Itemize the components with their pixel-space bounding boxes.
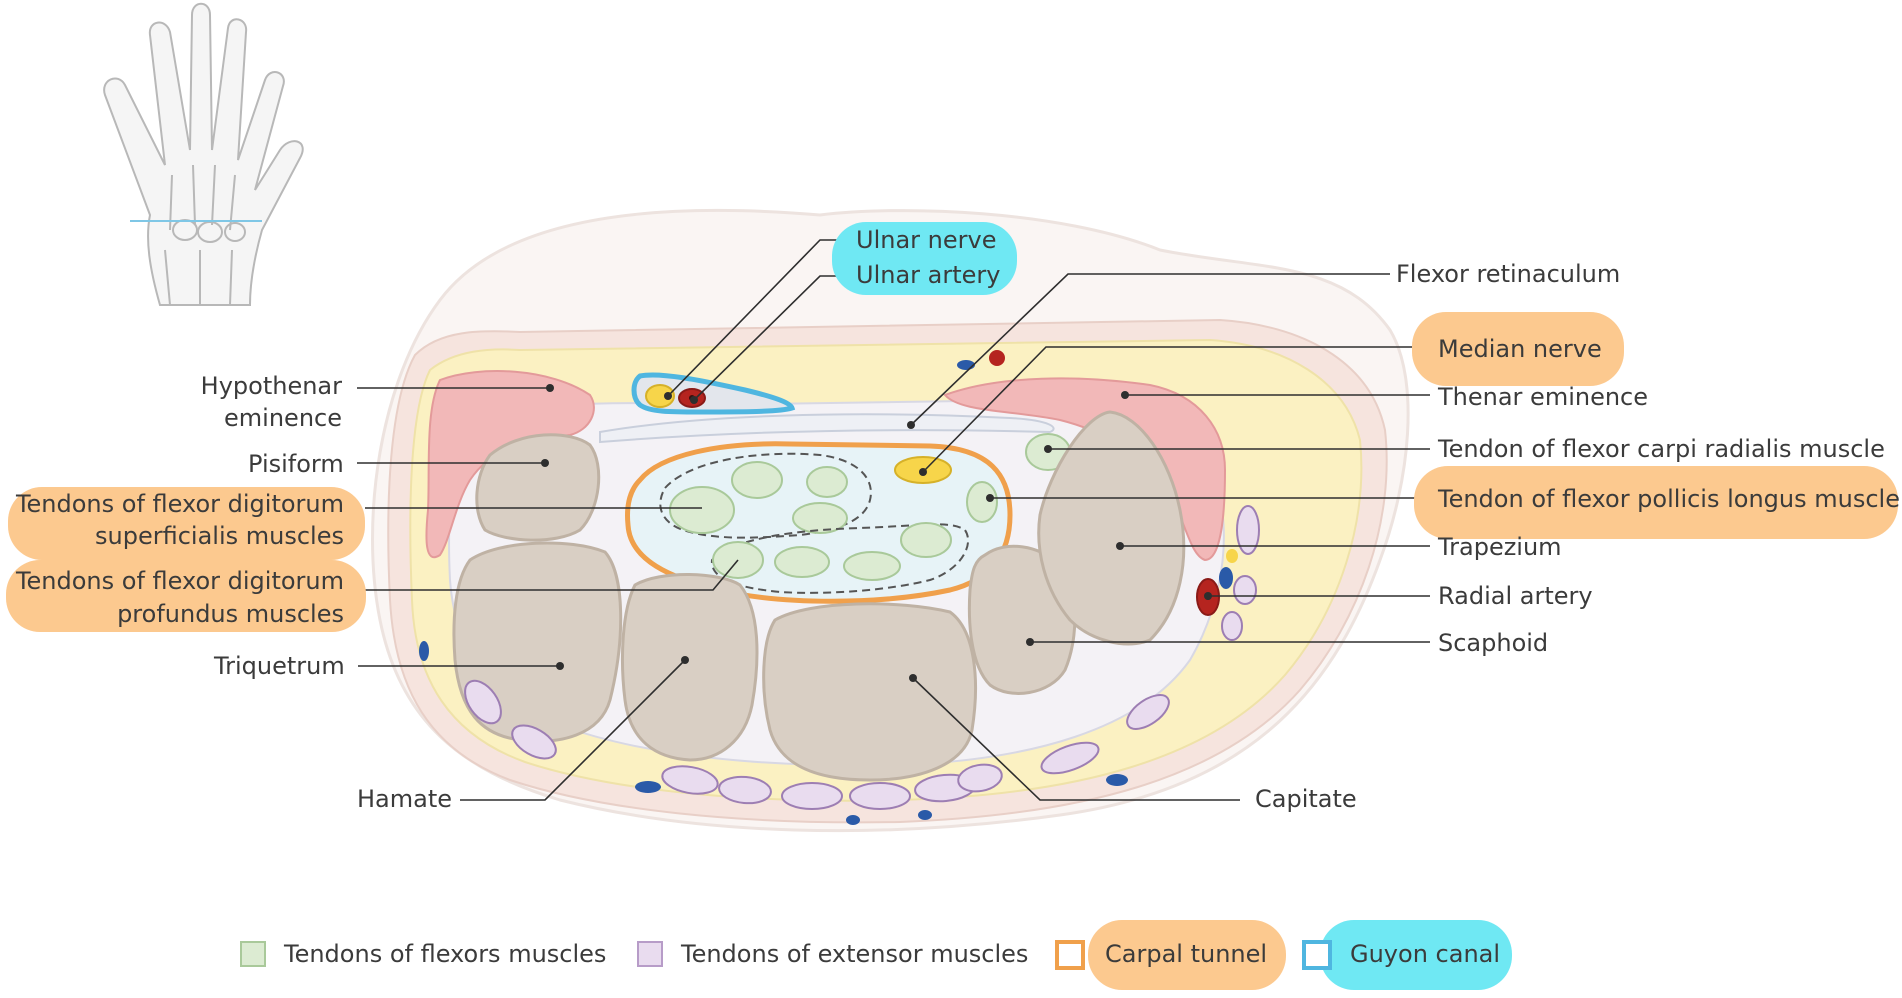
median-nerve-highlight	[1412, 312, 1624, 386]
legend-label-flexor: Tendons of flexors muscles	[284, 940, 607, 968]
fpl-highlight	[1414, 466, 1898, 539]
label-fds-line1: Tendons of flexor digitorum	[15, 490, 344, 518]
label-hypothenar-line1: Hypothenar	[200, 372, 342, 400]
legend-swatch-carpal-tunnel	[1055, 940, 1085, 970]
carpal-bones	[452, 410, 1186, 782]
label-hamate: Hamate	[357, 785, 453, 813]
ulnar-highlight	[832, 222, 1017, 295]
hypothenar-eminence-shape	[425, 370, 595, 559]
leader-dots	[541, 384, 1212, 682]
extensor-tendons	[464, 505, 1260, 810]
vessel-artery	[989, 350, 1005, 366]
legend-label-guyon-canal: Guyon canal	[1350, 940, 1501, 968]
legend-swatch-guyon-canal	[1302, 940, 1332, 970]
label-radial-artery: Radial artery	[1438, 582, 1593, 610]
label-pisiform: Pisiform	[248, 450, 344, 478]
hand-skeleton-thumbnail	[103, 2, 304, 306]
label-flexor-retinaculum: Flexor retinaculum	[1396, 260, 1621, 288]
pisiform-shape	[475, 433, 601, 542]
capitate-shape	[762, 602, 977, 782]
label-ulnar-nerve: Ulnar nerve	[856, 226, 997, 254]
flexor-retinaculum-shape	[599, 413, 1055, 444]
label-capitate: Capitate	[1255, 785, 1357, 813]
label-fdp-line1: Tendons of flexor digitorum	[15, 567, 344, 595]
hamate-shape	[621, 573, 759, 762]
fds-highlight	[8, 487, 365, 560]
label-hypothenar-line2: eminence	[224, 404, 342, 432]
label-thenar-eminence: Thenar eminence	[1438, 383, 1649, 411]
legend-swatch-extensor	[637, 941, 663, 967]
triquetrum-shape	[452, 541, 623, 743]
trapezium-shape	[1037, 410, 1186, 646]
legend-label-carpal-tunnel: Carpal tunnel	[1105, 940, 1268, 968]
radial-vein-shape	[1219, 567, 1233, 589]
fds-tendons	[669, 461, 848, 534]
legend-label-extensor: Tendons of extensor muscles	[681, 940, 1029, 968]
label-fcr-tendon: Tendon of flexor carpi radialis muscle	[1438, 435, 1885, 463]
thenar-eminence-shape	[943, 377, 1227, 562]
label-median-nerve: Median nerve	[1438, 335, 1602, 363]
radial-nerve-branch	[1226, 549, 1238, 563]
label-fdp-line2: profundus muscles	[117, 600, 344, 628]
label-fds-line2: superficialis muscles	[95, 522, 344, 550]
ulnar-nerve-shape	[645, 384, 675, 408]
label-triquetrum: Triquetrum	[214, 652, 345, 680]
carpal-tunnel-legend-highlight	[1088, 920, 1286, 990]
legend-swatch-flexor	[240, 941, 266, 967]
fdp-tendon-group-outline	[710, 523, 970, 594]
guyon-canal-legend-highlight	[1320, 920, 1512, 990]
superficial-veins	[419, 641, 1128, 825]
fdp-highlight	[6, 560, 366, 632]
label-trapezium: Trapezium	[1438, 533, 1562, 561]
label-fpl-tendon: Tendon of flexor pollicis longus muscle	[1438, 485, 1900, 513]
label-scaphoid: Scaphoid	[1438, 629, 1549, 657]
fpl-tendon-shape	[966, 481, 998, 523]
label-ulnar-artery: Ulnar artery	[856, 261, 1001, 289]
